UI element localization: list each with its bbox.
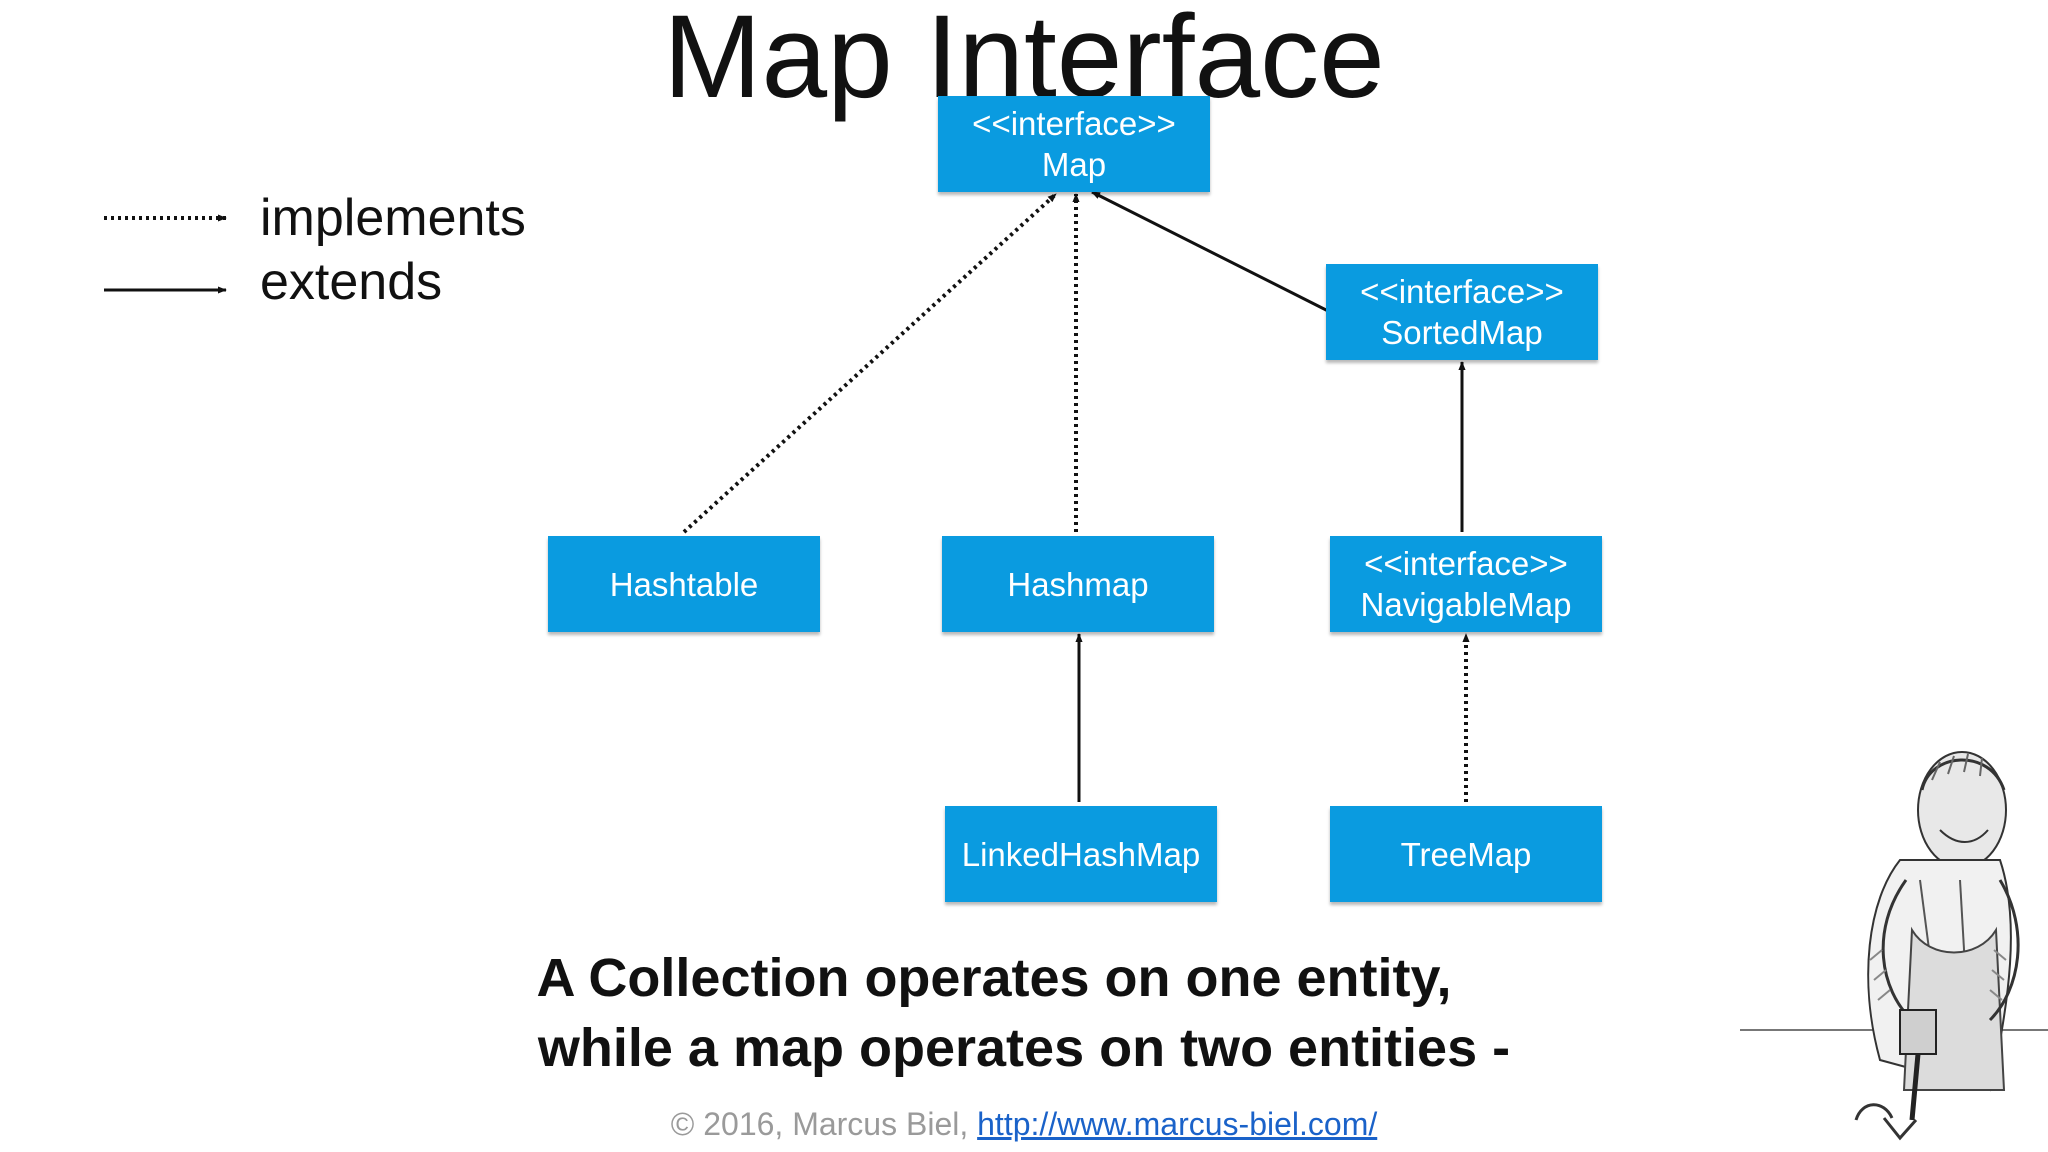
- edge-sortedmap-extends-map: [1091, 190, 1339, 318]
- node-navigablemap-name: NavigableMap: [1360, 586, 1572, 623]
- footer-link[interactable]: http://www.marcus-biel.com/: [977, 1106, 1378, 1142]
- node-sortedmap[interactable]: <<interface>> SortedMap: [1326, 264, 1598, 360]
- node-navigablemap-stereotype: <<interface>>: [1364, 545, 1568, 582]
- edge-hashtable-implements-map: [682, 192, 1058, 534]
- node-sortedmap-name: SortedMap: [1381, 314, 1543, 351]
- node-treemap[interactable]: TreeMap: [1330, 806, 1602, 902]
- node-map[interactable]: <<interface>> Map: [938, 96, 1210, 192]
- craftsman-illustration: [1740, 751, 2048, 1141]
- node-hashtable[interactable]: Hashtable: [548, 536, 820, 632]
- footer: © 2016, Marcus Biel, http://www.marcus-b…: [0, 1104, 2048, 1144]
- node-map-name: Map: [1041, 146, 1107, 183]
- node-map-stereotype: <<interface>>: [972, 105, 1176, 142]
- caption-line-1: A Collection operates on one entity,: [536, 948, 1452, 1008]
- node-navigablemap[interactable]: <<interface>> NavigableMap: [1330, 536, 1602, 632]
- legend-extends-label: extends: [260, 253, 443, 311]
- node-linkedhashmap-name: LinkedHashMap: [961, 835, 1201, 873]
- node-hashmap[interactable]: Hashmap: [942, 536, 1214, 632]
- caption-line-2: while a map operates on two entities -: [537, 1018, 1511, 1078]
- node-linkedhashmap[interactable]: LinkedHashMap: [945, 806, 1217, 902]
- node-sortedmap-stereotype: <<interface>>: [1360, 273, 1564, 310]
- node-hashmap-name: Hashmap: [1007, 565, 1149, 603]
- footer-copyright: © 2016, Marcus Biel,: [670, 1106, 978, 1142]
- node-hashtable-name: Hashtable: [609, 565, 759, 603]
- legend-implements-label: implements: [260, 189, 526, 247]
- node-treemap-name: TreeMap: [1400, 835, 1532, 873]
